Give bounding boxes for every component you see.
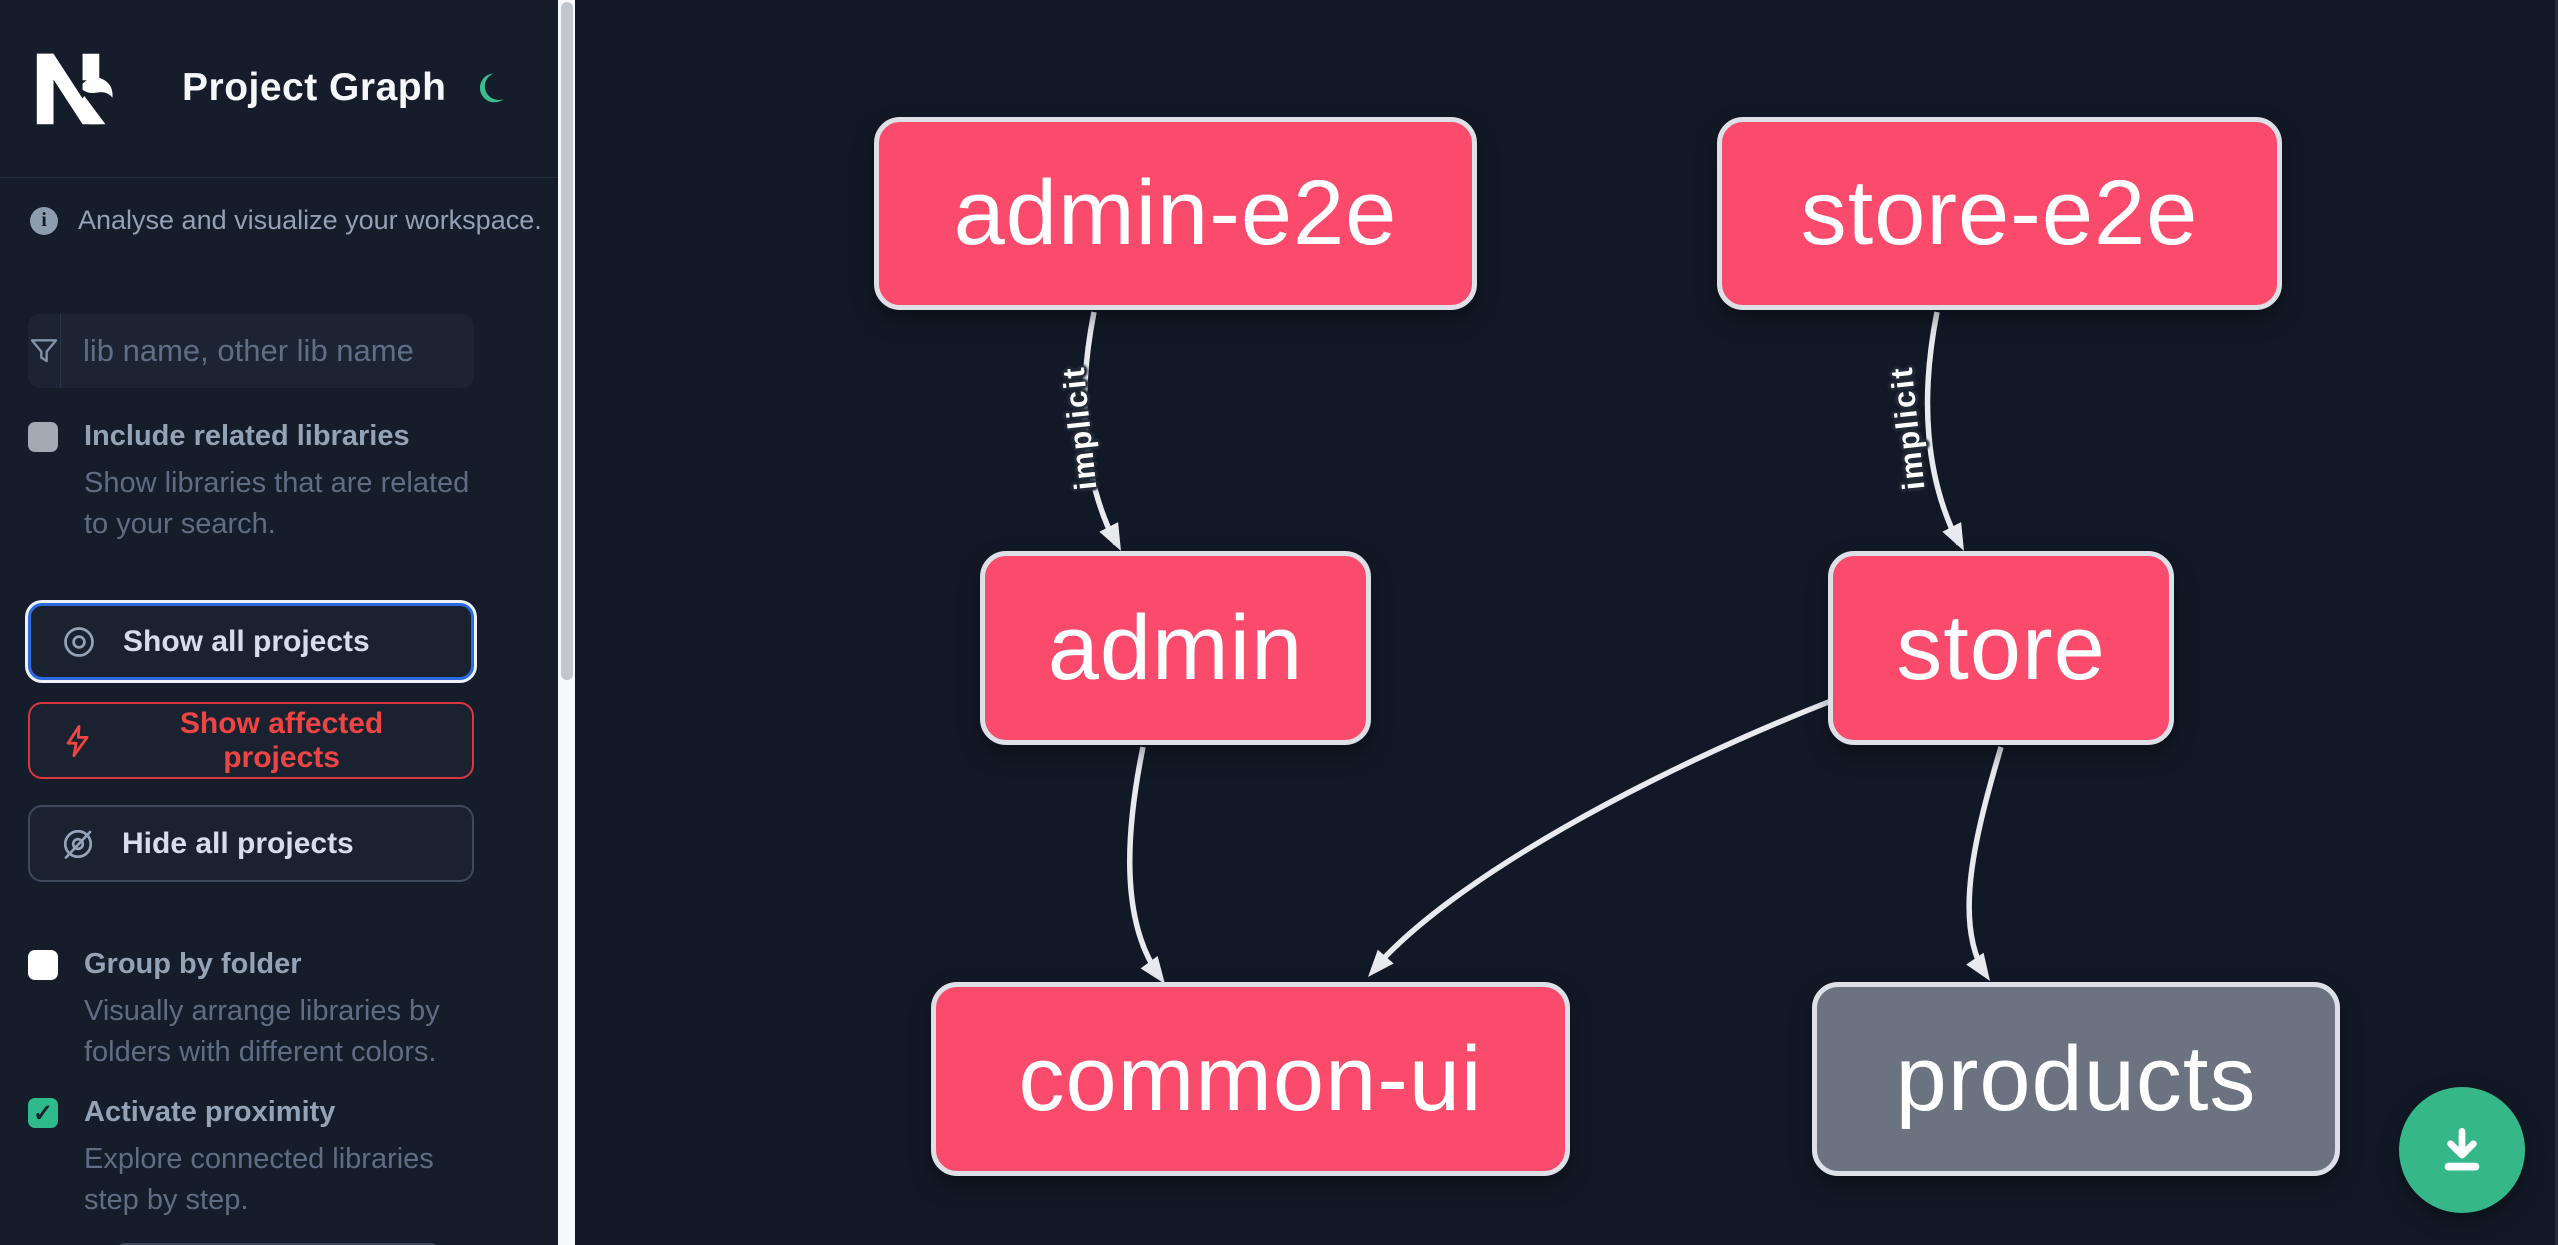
filter-funnel-icon <box>28 314 61 388</box>
eye-icon <box>64 626 94 657</box>
include-related-label: Include related libraries <box>84 420 410 452</box>
theme-toggle-button[interactable] <box>466 68 510 112</box>
show-affected-projects-label: Show affected projects <box>179 706 384 774</box>
show-all-projects-label: Show all projects <box>123 624 370 658</box>
group-by-folder-description: Visually arrange libraries by folders wi… <box>84 995 440 1068</box>
include-related-checkbox[interactable] <box>28 422 58 452</box>
toggle-activate-proximity: ✓ Activate proximity Explore connected l… <box>28 1096 474 1221</box>
group-by-folder-checkbox[interactable] <box>28 950 58 980</box>
edge-label-implicit: implicit <box>1055 364 1104 492</box>
download-icon <box>2444 1127 2480 1171</box>
show-affected-projects-button[interactable]: Show affected projects <box>28 702 474 779</box>
toggle-group-by-folder: Group by folder Visually arrange librari… <box>28 948 474 1073</box>
sidebar: Project Graph i Analyse and visualize yo… <box>0 0 558 1245</box>
activate-proximity-label: Activate proximity <box>84 1096 336 1128</box>
sidebar-scrollbar-thumb[interactable] <box>560 2 573 680</box>
sidebar-scrollbar-track <box>558 0 575 1245</box>
toggle-include-related: Include related libraries Show libraries… <box>28 420 474 545</box>
graph-canvas[interactable]: implicit implicit admin-e2e store-e2e ad… <box>575 0 2558 1245</box>
graph-node-common-ui[interactable]: common-ui <box>931 982 1570 1176</box>
hide-all-projects-label: Hide all projects <box>122 826 354 860</box>
page-title: Project Graph <box>182 66 447 109</box>
graph-node-products[interactable]: products <box>1812 982 2340 1176</box>
info-icon: i <box>30 206 58 235</box>
activate-proximity-checkbox[interactable]: ✓ <box>28 1098 58 1128</box>
graph-node-store-e2e[interactable]: store-e2e <box>1717 117 2282 310</box>
lightning-bolt-icon <box>66 724 89 757</box>
graph-node-admin[interactable]: admin <box>980 551 1371 745</box>
download-image-button[interactable] <box>2399 1087 2525 1213</box>
include-related-description: Show libraries that are related to your … <box>84 467 470 540</box>
group-by-folder-label: Group by folder <box>84 948 302 980</box>
workspace-tagline: Analyse and visualize your workspace. <box>78 205 542 235</box>
show-all-projects-button[interactable]: Show all projects <box>28 603 474 680</box>
graph-node-store[interactable]: store <box>1828 551 2174 745</box>
moon-icon <box>479 72 504 102</box>
hide-all-projects-button[interactable]: Hide all projects <box>28 805 474 882</box>
search-box <box>28 314 474 388</box>
activate-proximity-description: Explore connected libraries step by step… <box>84 1143 434 1216</box>
nx-logo-icon <box>36 53 113 125</box>
workspace-tagline-row: i Analyse and visualize your workspace. <box>30 205 542 236</box>
graph-node-admin-e2e[interactable]: admin-e2e <box>874 117 1477 310</box>
eye-off-icon <box>63 829 93 859</box>
sidebar-header: Project Graph <box>0 0 558 178</box>
edge-label-implicit: implicit <box>1883 364 1932 492</box>
canvas-scroll-gutter <box>2555 0 2558 1245</box>
search-input[interactable] <box>61 314 474 388</box>
